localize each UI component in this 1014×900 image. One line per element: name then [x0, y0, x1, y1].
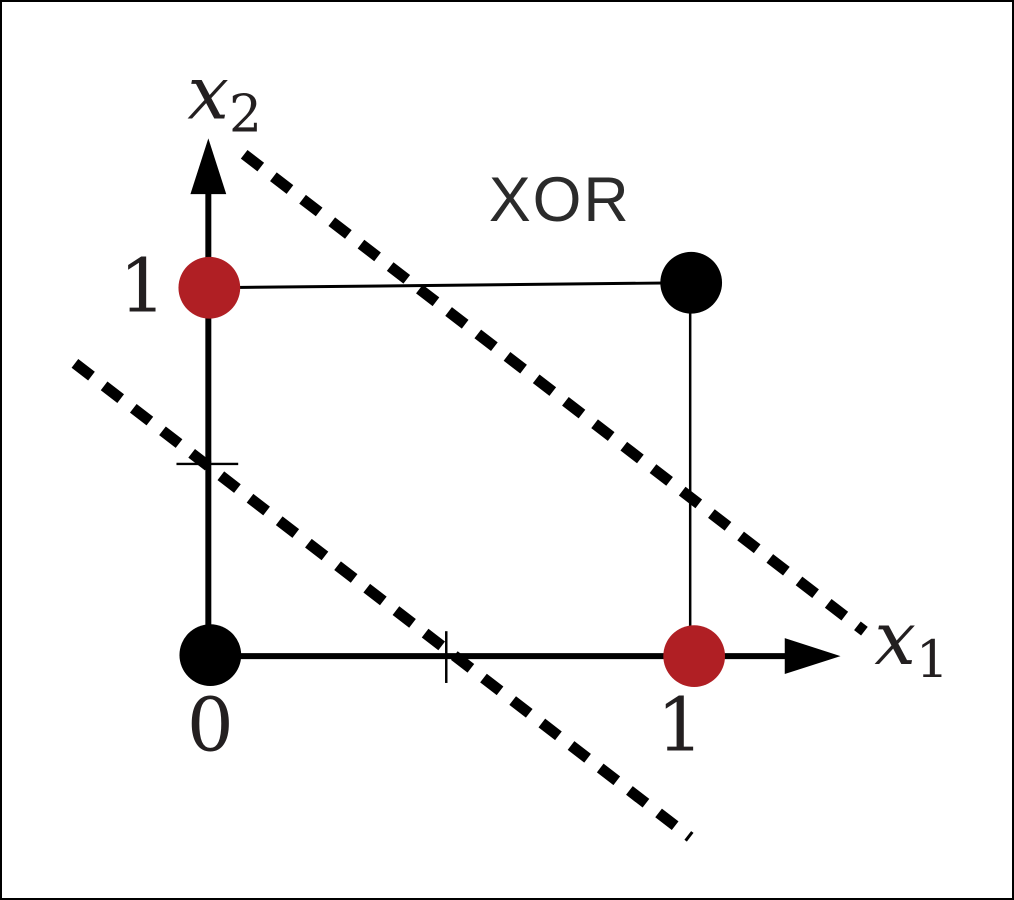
- y-axis-label: x2: [187, 51, 261, 144]
- x-axis-label-base: x: [874, 597, 916, 682]
- y-axis-label-base: x: [187, 51, 229, 136]
- tick-label-origin-zero: 0: [187, 684, 234, 769]
- dashed-separator-upper: [240, 149, 868, 636]
- y-axis-label-subscript: 2: [229, 84, 262, 144]
- point-1-1: [660, 251, 723, 314]
- x-axis-label: x1: [874, 597, 948, 690]
- dashed-separator-lower: [71, 359, 694, 842]
- point-0-0: [179, 624, 242, 686]
- x-axis-arrowhead-icon: [784, 638, 841, 674]
- tick-label-x-one: 1: [657, 684, 704, 769]
- x-axis-label-subscript: 1: [916, 630, 949, 690]
- point-1-0: [663, 625, 726, 687]
- square-top-edge: [211, 281, 690, 290]
- tick-label-y-one: 1: [119, 245, 166, 330]
- diagram-title: XOR: [489, 165, 631, 235]
- y-axis-arrowhead-icon: [190, 138, 227, 195]
- point-0-1: [178, 256, 241, 319]
